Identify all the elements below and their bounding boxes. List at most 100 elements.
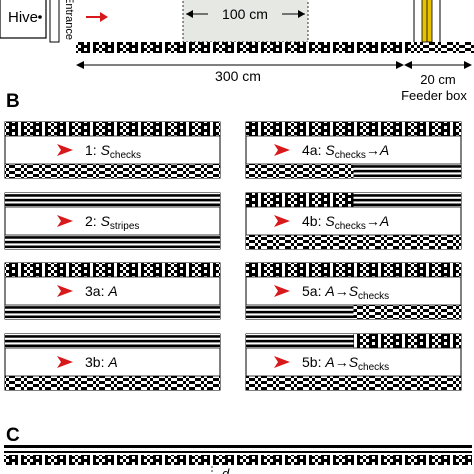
- tunnel-condition-2: 2: Sstripes: [4, 192, 221, 250]
- tunnel-dim-left-head: [76, 61, 84, 69]
- stripe-line: [246, 339, 354, 343]
- feeder-box-label: Feeder box: [401, 88, 467, 103]
- condition-main: A→S: [324, 354, 358, 370]
- tunnel-condition-3b: 3b: A: [4, 333, 221, 391]
- flight-direction-arrow: [274, 144, 290, 156]
- condition-id: 1:: [85, 142, 101, 158]
- tunnel-floor-pattern: [76, 42, 416, 53]
- condition-sub: checks: [358, 291, 389, 302]
- stripe-line: [5, 315, 220, 319]
- condition-sub: checks: [335, 150, 366, 161]
- condition-tail: →A: [366, 213, 389, 229]
- flight-direction-arrow: [274, 356, 290, 368]
- tunnel-length-label: 300 cm: [215, 68, 261, 84]
- inner-dim-left-head: [186, 10, 193, 18]
- condition-sub: checks: [335, 221, 366, 232]
- panel-c-distance-label: dH: [222, 466, 236, 474]
- condition-main: S: [325, 142, 335, 158]
- stripe-line: [353, 203, 461, 207]
- checks-fill: [353, 305, 461, 319]
- condition-main: A→S: [324, 283, 358, 299]
- checks-fill: [5, 263, 220, 277]
- stripe-line: [246, 315, 354, 319]
- checks-fill: [5, 376, 220, 390]
- entrance-dot: [38, 15, 42, 19]
- condition-main: S: [101, 213, 111, 229]
- inner-length-label: 100 cm: [222, 6, 268, 22]
- condition-id: 4b:: [302, 213, 325, 229]
- panel-c-stripe-top: [4, 445, 472, 448]
- inner-dim-right-head: [298, 10, 305, 18]
- stripe-line: [353, 198, 461, 202]
- flight-direction-arrow: [274, 285, 290, 297]
- checks-fill: [246, 235, 461, 249]
- flight-direction-arrow: [274, 215, 290, 227]
- panel-c-checks: [4, 455, 472, 465]
- feeder-length-label: 20 cm: [420, 72, 455, 87]
- panel-c-distance-main: d: [222, 466, 230, 474]
- stripe-line: [353, 165, 461, 168]
- condition-tail: →A: [366, 142, 389, 158]
- checks-fill: [246, 164, 354, 178]
- stripe-line: [246, 310, 354, 314]
- entrance-label: Entrance: [63, 0, 75, 40]
- condition-id: 4a:: [302, 142, 325, 158]
- condition-label: 4a: Schecks→A: [302, 142, 389, 161]
- panel-a: Hive Entrance 100 cm 300 cm 20 cm Feeder…: [0, 0, 474, 103]
- checks-fill: [246, 193, 354, 207]
- stripe-line: [353, 194, 461, 197]
- tunnel-condition-5a: 5a: A→Schecks: [245, 262, 462, 320]
- condition-label: 5a: A→Schecks: [302, 283, 389, 302]
- panel-c: C dH: [4, 425, 472, 474]
- feeder-dim-left-head: [404, 61, 412, 69]
- stripe-line: [5, 344, 220, 348]
- checks-fill: [246, 376, 461, 390]
- condition-id: 5b:: [302, 354, 325, 370]
- panel-c-letter: C: [6, 425, 20, 446]
- tunnel-condition-3a: 3a: A: [4, 262, 221, 320]
- condition-main: S: [325, 213, 335, 229]
- condition-label: 3b: A: [85, 354, 118, 370]
- condition-main: S: [101, 142, 111, 158]
- condition-label: 1: Schecks: [85, 142, 141, 161]
- hive-box: [0, 0, 47, 39]
- checks-fill: [246, 122, 461, 136]
- stripe-line: [5, 335, 220, 338]
- tunnel-condition-5b: 5b: A→Schecks: [245, 333, 462, 391]
- stripe-line: [5, 198, 220, 202]
- checks-fill: [353, 334, 461, 348]
- checks-fill: [5, 122, 220, 136]
- checks-fill: [246, 263, 461, 277]
- condition-main: A: [107, 354, 117, 370]
- flight-direction-arrow: [57, 144, 73, 156]
- stripe-line: [5, 203, 220, 207]
- stripe-line: [246, 344, 354, 348]
- condition-label: 4b: Schecks→A: [302, 213, 389, 232]
- stripe-line: [246, 335, 354, 338]
- stripe-line: [5, 306, 220, 309]
- stripe-line: [353, 169, 461, 173]
- tunnel-condition-1: 1: Schecks: [4, 121, 221, 179]
- entry-arrow-head: [100, 12, 108, 22]
- condition-sub: stripes: [110, 221, 139, 232]
- stripe-line: [5, 339, 220, 343]
- flight-direction-arrow: [57, 285, 73, 297]
- panel-b-letter: B: [6, 91, 20, 112]
- inner-section: [182, 0, 309, 43]
- flight-direction-arrow: [57, 215, 73, 227]
- stripe-line: [5, 310, 220, 314]
- flight-direction-arrow: [57, 356, 73, 368]
- hive-label: Hive: [8, 9, 38, 26]
- tunnel-dim-right-head: [396, 61, 404, 69]
- stripe-line: [5, 236, 220, 239]
- condition-sub: checks: [110, 150, 141, 161]
- checks-fill: [5, 164, 220, 178]
- panel-c-stripe-mid: [4, 451, 472, 453]
- condition-label: 5b: A→Schecks: [302, 354, 389, 373]
- tunnel-condition-4a: 4a: Schecks→A: [245, 121, 462, 179]
- condition-id: 3b:: [85, 354, 108, 370]
- condition-sub: checks: [358, 362, 389, 373]
- condition-label: 2: Sstripes: [85, 213, 139, 232]
